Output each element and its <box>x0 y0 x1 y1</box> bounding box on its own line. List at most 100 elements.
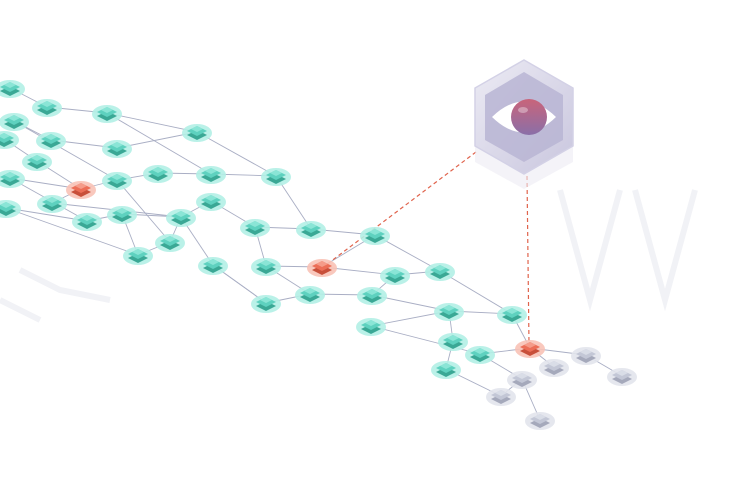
node-top <box>152 167 164 173</box>
observer-hexagon <box>474 59 574 189</box>
node <box>72 213 102 231</box>
observer-links <box>325 151 530 345</box>
node <box>143 165 173 183</box>
graph-edge <box>106 112 198 134</box>
node <box>198 257 228 275</box>
node <box>102 140 132 158</box>
node-top <box>474 348 486 354</box>
node-top <box>4 172 16 178</box>
node <box>356 318 386 336</box>
node-top <box>0 133 10 139</box>
node-top <box>116 208 128 214</box>
node <box>0 80 25 98</box>
node-top <box>304 288 316 294</box>
node-highlighted <box>515 340 545 358</box>
node <box>296 221 326 239</box>
node <box>295 286 325 304</box>
node-top <box>101 107 113 113</box>
node-top <box>111 174 123 180</box>
nodes <box>0 80 637 430</box>
node-top <box>616 370 628 376</box>
node <box>380 267 410 285</box>
node <box>438 333 468 351</box>
node-top <box>46 197 58 203</box>
node-top <box>369 229 381 235</box>
node <box>37 195 67 213</box>
node <box>155 234 185 252</box>
node-top <box>389 269 401 275</box>
node-top <box>506 308 518 314</box>
node-top <box>316 261 328 267</box>
node <box>251 295 281 313</box>
node-top <box>249 221 261 227</box>
eye-pupil <box>511 99 547 135</box>
node-top <box>580 349 592 355</box>
node-inactive <box>607 368 637 386</box>
node-top <box>41 101 53 107</box>
node-inactive <box>507 371 537 389</box>
node <box>425 263 455 281</box>
graph-edge <box>5 207 139 256</box>
node-inactive <box>525 412 555 430</box>
node <box>166 209 196 227</box>
graph-edge <box>116 179 171 243</box>
node <box>36 132 66 150</box>
node-top <box>365 320 377 326</box>
node-inactive <box>571 347 601 365</box>
watermark-stroke <box>0 297 42 323</box>
watermark-glyphs <box>0 189 698 323</box>
node-top <box>111 142 123 148</box>
watermark-stroke <box>557 189 623 312</box>
node-top <box>175 211 187 217</box>
node-top <box>434 265 446 271</box>
graph-edge <box>196 131 277 177</box>
graph-edge <box>106 112 212 175</box>
node-inactive <box>539 359 569 377</box>
observer-link <box>526 175 530 345</box>
node-top <box>260 260 272 266</box>
node <box>107 206 137 224</box>
node-top <box>366 289 378 295</box>
node <box>123 247 153 265</box>
watermark-stroke <box>632 189 698 312</box>
node-top <box>443 305 455 311</box>
node <box>240 219 270 237</box>
node <box>0 170 25 188</box>
node-top <box>305 223 317 229</box>
node <box>251 258 281 276</box>
node-top <box>205 168 217 174</box>
node-top <box>270 170 282 176</box>
graph-edge <box>370 325 481 356</box>
node-highlighted <box>66 181 96 199</box>
node-top <box>191 126 203 132</box>
node-top <box>207 259 219 265</box>
node <box>261 168 291 186</box>
node-top <box>447 335 459 341</box>
node <box>497 306 527 324</box>
node-top <box>164 236 176 242</box>
observer-link <box>325 151 477 266</box>
node-top <box>260 297 272 303</box>
node-top <box>534 414 546 420</box>
node-top <box>132 249 144 255</box>
node <box>32 99 62 117</box>
node <box>434 303 464 321</box>
node <box>357 287 387 305</box>
node <box>196 166 226 184</box>
node <box>196 193 226 211</box>
node-top <box>516 373 528 379</box>
eye-glint <box>518 107 528 113</box>
graph-edge <box>439 270 513 315</box>
node-top <box>548 361 560 367</box>
graph-edge <box>13 120 118 181</box>
node-top <box>8 115 20 121</box>
node <box>360 227 390 245</box>
node <box>465 346 495 364</box>
node-top <box>495 390 507 396</box>
node-highlighted <box>307 259 337 277</box>
eye-icon <box>492 99 556 135</box>
node-top <box>0 202 12 208</box>
node <box>0 113 29 131</box>
node-top <box>440 363 452 369</box>
